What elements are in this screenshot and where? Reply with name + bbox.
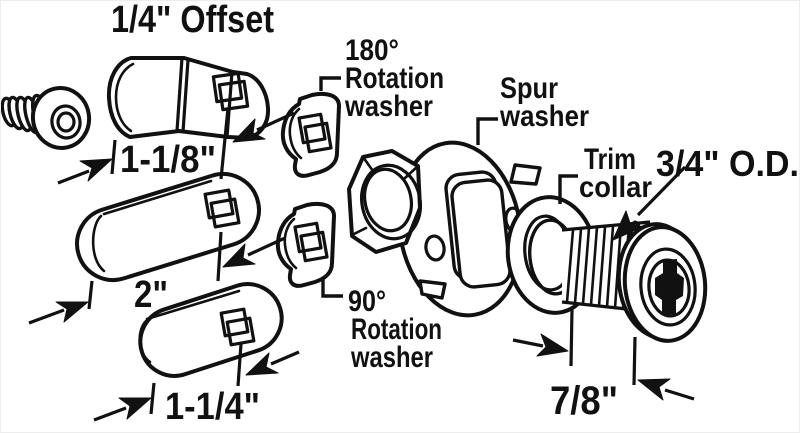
spur-washer: [397, 140, 542, 318]
arrow-icon: [55, 301, 89, 323]
spur-tab-top: [509, 163, 542, 186]
arrow-icon: [118, 397, 152, 420]
callout-90-washer: 90° Rotation washer: [321, 277, 442, 374]
callout-spur-washer: Spur washer: [476, 72, 589, 145]
label-trim-line1: Trim: [584, 143, 636, 176]
label-90-line1: 90°: [348, 285, 386, 318]
cam-1-1-4-inch: [138, 282, 284, 378]
label-90-line3: washer: [350, 341, 433, 374]
offset-cam: [106, 56, 271, 140]
dim-7-8-label: 7/8": [550, 379, 618, 423]
dim-1-1-8-label: 1-1/8": [120, 139, 216, 181]
rotation-washer-180: [280, 91, 341, 178]
offset-cam-square-hole: [211, 71, 244, 104]
label-180-line3: washer: [344, 90, 433, 123]
label-180-line1: 180°: [345, 34, 399, 67]
hex-nut: [347, 149, 422, 254]
cam-2-inch: [75, 171, 261, 283]
dim-1-1-4-label: 1-1/4": [165, 386, 260, 428]
arrow-icon: [536, 333, 569, 357]
label-3-4-od: 3/4" O.D.: [656, 143, 799, 184]
dim-1-1-8: 1-1/8": [57, 107, 295, 185]
arrow-icon: [245, 352, 279, 376]
dim-1-1-4: 1-1/4": [93, 343, 300, 428]
screw: [1, 86, 92, 150]
label-trim-line2: collar: [579, 171, 652, 204]
dim-7-8: 7/8": [512, 308, 695, 423]
label-spur-line2: washer: [499, 100, 589, 133]
dim-2-label: 2": [134, 274, 168, 316]
callout-3-4-od: 3/4" O.D.: [612, 143, 799, 241]
lock-cylinder: [561, 220, 708, 343]
cam-2-square-hole: [203, 188, 235, 220]
label-90-line2: Rotation: [351, 313, 442, 346]
title-1-4-offset: 1/4" Offset: [111, 1, 274, 41]
screw-head: [30, 86, 92, 150]
callout-180-washer: 180° Rotation washer: [319, 34, 444, 123]
dim-2: 2": [28, 231, 286, 325]
callout-trim-collar: Trim collar: [558, 143, 652, 204]
spur-tab-bottom: [418, 279, 447, 300]
keyway-icon: [655, 259, 684, 315]
spur-center-hole: [450, 178, 512, 289]
arrow-icon: [222, 243, 256, 268]
label-180-line2: Rotation: [345, 62, 444, 95]
arrow-icon: [637, 378, 671, 401]
arrow-icon: [79, 158, 113, 182]
arrow-icon: [612, 210, 643, 241]
label-spur-line1: Spur: [500, 72, 558, 105]
arrow-icon: [232, 118, 266, 143]
rotation-washer-90: [275, 201, 336, 288]
